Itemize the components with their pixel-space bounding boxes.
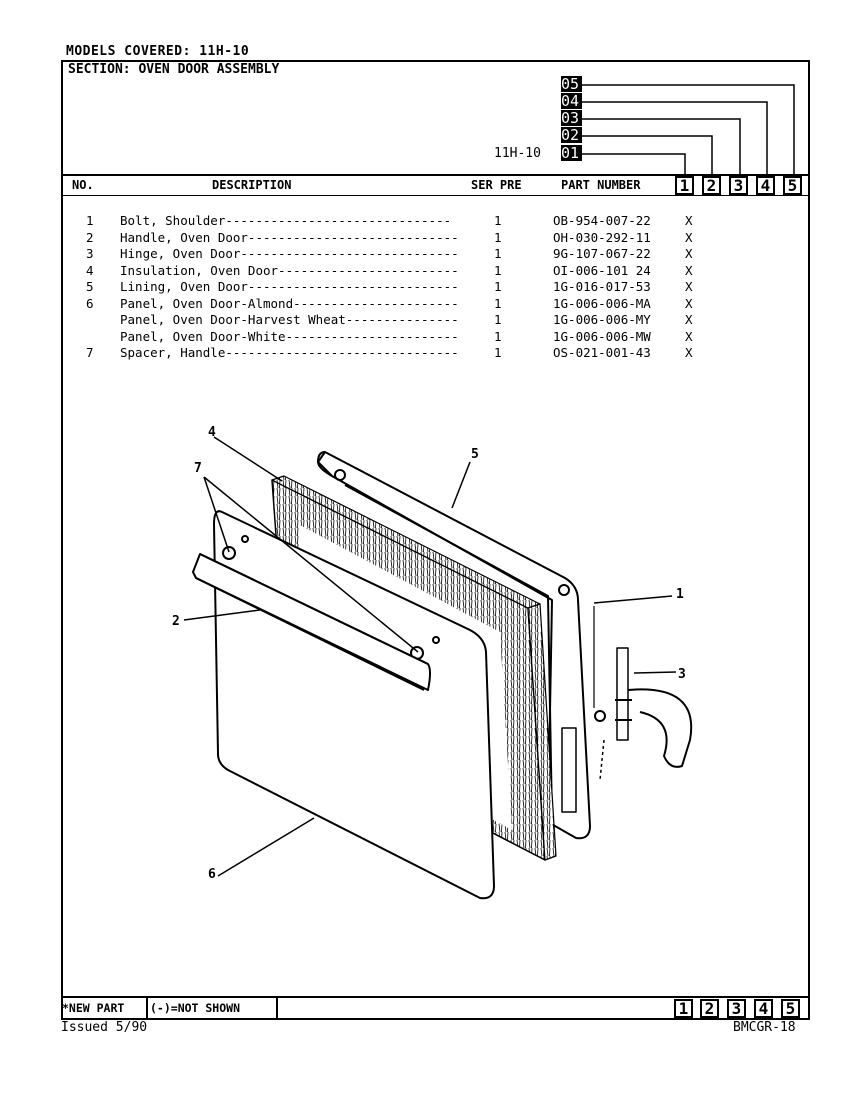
- row-no: 7: [86, 345, 94, 360]
- table-row: Panel, Oven Door-White------------------…: [0, 329, 848, 345]
- model-label: 11H-10: [494, 146, 541, 161]
- col-no: NO.: [72, 178, 94, 192]
- header-rule-top: [61, 174, 810, 176]
- table-row: 5 Lining, Oven Door---------------------…: [0, 279, 848, 295]
- row-qty: 1: [494, 345, 502, 360]
- row-part-number: 1G-016-017-53: [553, 279, 651, 294]
- row-description: Hinge, Oven Door------------------------…: [120, 246, 459, 261]
- row-qty: 1: [494, 296, 502, 311]
- row-mark: X: [685, 213, 693, 228]
- models-covered: MODELS COVERED: 11H-10: [66, 44, 250, 59]
- row-mark: X: [685, 263, 693, 278]
- row-part-number: OI-006-101 24: [553, 263, 651, 278]
- table-row: 3 Hinge, Oven Door----------------------…: [0, 246, 848, 262]
- issued-date: Issued 5/90: [61, 1020, 148, 1035]
- row-description: Spacer, Handle--------------------------…: [120, 345, 459, 360]
- row-mark: X: [685, 345, 693, 360]
- row-no: 5: [86, 279, 94, 294]
- row-part-number: 9G-107-067-22: [553, 246, 651, 261]
- footer-box-4: 4: [754, 999, 773, 1018]
- row-part-number: OS-021-001-43: [553, 345, 651, 360]
- new-part-legend: *NEW PART: [62, 998, 148, 1018]
- row-description: Handle, Oven Door-----------------------…: [120, 230, 459, 245]
- version-code-03: 03: [561, 110, 582, 126]
- col-part-number: PART NUMBER: [561, 178, 641, 192]
- version-code-04: 04: [561, 93, 582, 109]
- col-box-2: 2: [702, 176, 721, 195]
- col-ser-pre: SER PRE: [471, 178, 522, 192]
- version-connector-lines: [582, 84, 795, 176]
- row-description: Bolt, Shoulder--------------------------…: [120, 213, 452, 228]
- door-handle: [192, 553, 431, 691]
- row-mark: X: [685, 312, 693, 327]
- callout-6: 6: [208, 867, 216, 882]
- col-box-1: 1: [675, 176, 694, 195]
- door-hinge: [561, 647, 693, 813]
- row-qty: 1: [494, 246, 502, 261]
- row-no: 2: [86, 230, 94, 245]
- footer-box-2: 2: [700, 999, 719, 1018]
- row-qty: 1: [494, 263, 502, 278]
- row-no: 4: [86, 263, 94, 278]
- row-description: Panel, Oven Door-Harvest Wheat----------…: [120, 312, 459, 327]
- row-description: Lining, Oven Door-----------------------…: [120, 279, 459, 294]
- row-part-number: 1G-006-006-MA: [553, 296, 651, 311]
- col-description: DESCRIPTION: [212, 178, 292, 192]
- page-id: BMCGR-18: [733, 1020, 796, 1035]
- col-box-4: 4: [756, 176, 775, 195]
- callout-1: 1: [676, 587, 684, 602]
- col-box-3: 3: [729, 176, 748, 195]
- row-qty: 1: [494, 279, 502, 294]
- row-mark: X: [685, 329, 693, 344]
- callout-7: 7: [194, 461, 202, 476]
- row-mark: X: [685, 246, 693, 261]
- header-rule-bottom: [61, 195, 810, 196]
- table-row: 4 Insulation, Oven Door-----------------…: [0, 263, 848, 279]
- version-code-01: 01: [561, 145, 582, 161]
- row-part-number: OH-030-292-11: [553, 230, 651, 245]
- version-code-05: 05: [561, 76, 582, 92]
- row-part-number: 1G-006-006-MW: [553, 329, 651, 344]
- section-title: SECTION: OVEN DOOR ASSEMBLY: [68, 62, 280, 77]
- row-description: Panel, Oven Door-Almond-----------------…: [120, 296, 459, 311]
- footer-rule: [61, 996, 810, 998]
- page-frame: [61, 60, 810, 1020]
- footer-box-1: 1: [674, 999, 693, 1018]
- row-no: 1: [86, 213, 94, 228]
- row-qty: 1: [494, 230, 502, 245]
- footer-box-5: 5: [781, 999, 800, 1018]
- row-no: 3: [86, 246, 94, 261]
- footer-box-3: 3: [727, 999, 746, 1018]
- row-qty: 1: [494, 213, 502, 228]
- shoulder-bolt: [593, 606, 606, 722]
- row-qty: 1: [494, 329, 502, 344]
- row-mark: X: [685, 230, 693, 245]
- table-row: Panel, Oven Door-Harvest Wheat----------…: [0, 312, 848, 328]
- row-part-number: OB-954-007-22: [553, 213, 651, 228]
- row-part-number: 1G-006-006-MY: [553, 312, 651, 327]
- col-box-5: 5: [783, 176, 802, 195]
- row-description: Panel, Oven Door-White------------------…: [120, 329, 459, 344]
- version-code-02: 02: [561, 127, 582, 143]
- callout-5: 5: [471, 447, 479, 462]
- table-row: 1 Bolt, Shoulder------------------------…: [0, 213, 848, 229]
- row-qty: 1: [494, 312, 502, 327]
- callout-4: 4: [208, 425, 216, 440]
- not-shown-legend: (-)=NOT SHOWN: [150, 998, 278, 1018]
- table-row: 7 Spacer, Handle------------------------…: [0, 345, 848, 361]
- table-row: 2 Handle, Oven Door---------------------…: [0, 230, 848, 246]
- row-description: Insulation, Oven Door-------------------…: [120, 263, 459, 278]
- row-no: 6: [86, 296, 94, 311]
- row-mark: X: [685, 279, 693, 294]
- table-row: 6 Panel, Oven Door-Almond---------------…: [0, 296, 848, 312]
- callout-3: 3: [678, 667, 686, 682]
- callout-2: 2: [172, 614, 180, 629]
- row-mark: X: [685, 296, 693, 311]
